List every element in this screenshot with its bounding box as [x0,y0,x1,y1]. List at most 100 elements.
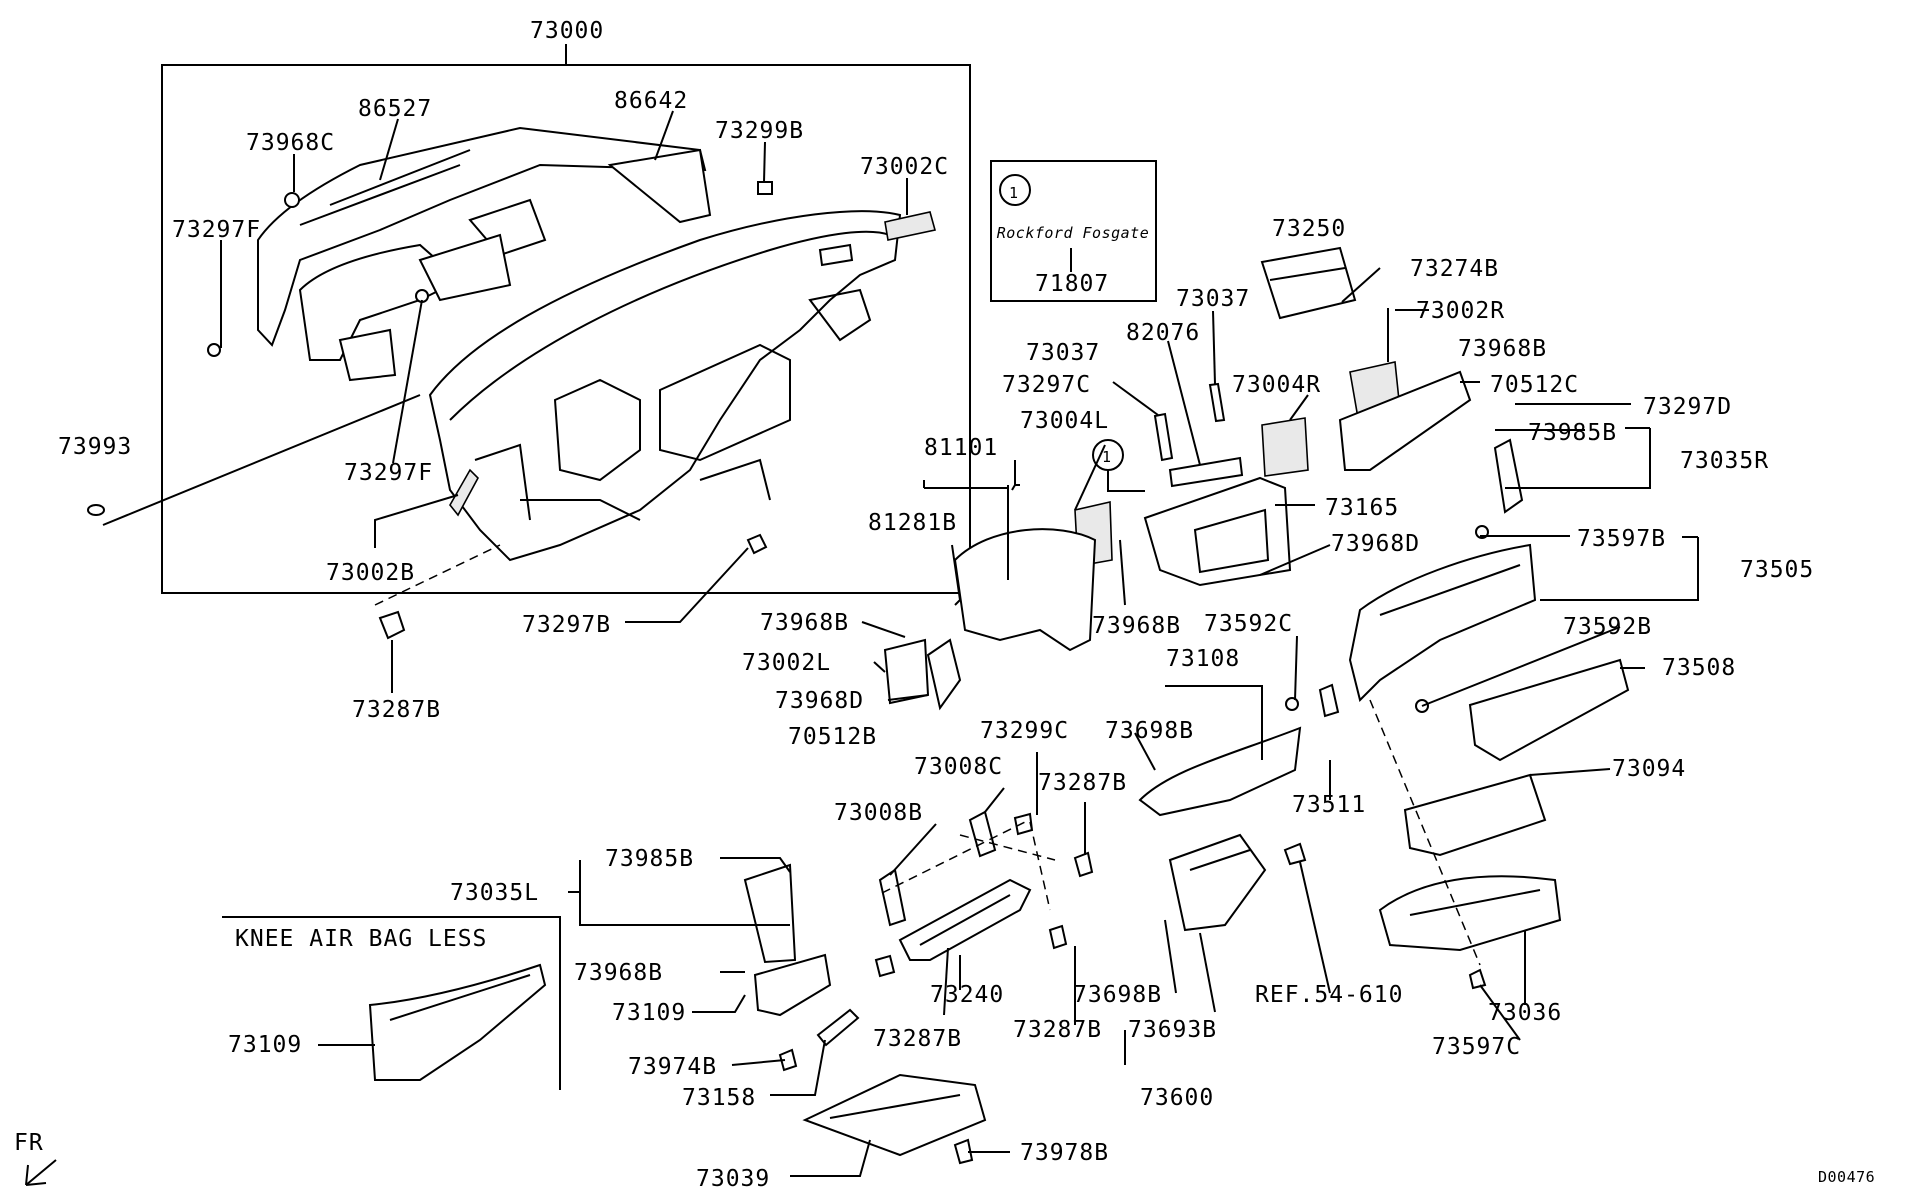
label-73693B: 73693B [1128,1017,1217,1043]
center-panel-73165 [1143,476,1292,587]
label-73592B: 73592B [1563,614,1652,640]
grommet-73993 [87,504,105,516]
label-73993: 73993 [58,434,132,460]
label-73978B: 73978B [1020,1140,1109,1166]
connector-ref-54-610 [1283,842,1307,866]
bolt-73287B-center [1073,851,1094,878]
instrument-panel-73000 [428,210,902,562]
label-81281B: 81281B [868,510,957,536]
ref-circle-1-badge [999,174,1031,206]
label-73039: 73039 [696,1166,770,1187]
label-73002B: 73002B [326,560,415,586]
bolt-73287B-upper [378,610,406,640]
label-73287B-upper: 73287B [352,697,441,723]
vent-73004R [1261,417,1309,477]
side-panel-73035R [1493,438,1524,514]
label-73600: 73600 [1140,1085,1214,1111]
label-drawing-number: D00476 [1818,1168,1875,1186]
label-73297F-left: 73297F [172,217,261,243]
label-73287B-center: 73287B [1038,770,1127,796]
label-70512C: 70512C [1490,372,1579,398]
label-73165: 73165 [1325,495,1399,521]
bracket-73036 [1378,875,1562,952]
badge-box-71807 [990,160,1157,302]
label-73597B: 73597B [1577,526,1666,552]
label-86527: 86527 [358,96,432,122]
label-73968B-lower: 73968B [574,960,663,986]
bolt-73287B-left [874,954,896,978]
under-cover-73039 [802,1073,987,1157]
label-73002C: 73002C [860,154,949,180]
label-73002R: 73002R [1416,298,1505,324]
screw-73974B [778,1048,798,1072]
cluster-hood-81101 [953,528,1097,652]
callout-labels: 73000 86527 86642 73968C 73299B 73002C 7… [14,18,1875,1187]
label-73008C: 73008C [914,754,1003,780]
label-73037-left: 73037 [1026,340,1100,366]
label-73240: 73240 [930,982,1004,1008]
label-73035L: 73035L [450,880,539,906]
label-73109: 73109 [612,1000,686,1026]
label-73008B: 73008B [834,800,923,826]
damper-73511 [1318,683,1340,718]
label-73974B: 73974B [628,1054,717,1080]
screw-73297B [746,533,768,555]
label-81101: 81101 [924,435,998,461]
label-73297C: 73297C [1002,372,1091,398]
label-73299B: 73299B [715,118,804,144]
label-73035R: 73035R [1680,448,1769,474]
leader-lines [102,44,1699,1177]
label-fr: FR [14,1130,44,1156]
bracket-70512C [1338,370,1472,471]
label-73968C: 73968C [246,130,335,156]
label-73037-right: 73037 [1176,286,1250,312]
label-73968B-upper: 73968B [1458,336,1547,362]
label-1-panel: 1 [1102,448,1112,466]
label-73985B-upper: 73985B [1528,420,1617,446]
knee-airbag-note-frame [222,916,561,1090]
label-73511: 73511 [1292,792,1366,818]
label-73505: 73505 [1740,557,1814,583]
clip-73299C [1013,812,1034,836]
front-arrow [25,1159,57,1186]
label-73004L: 73004L [1020,408,1109,434]
clip-73299B [757,181,773,195]
knee-panel-73109-variant [368,963,547,1081]
label-73968B-mid: 73968B [1092,613,1181,639]
lower-panel-73108 [1138,726,1302,817]
label-73287B-left: 73287B [873,1026,962,1052]
switch-73037-left [1153,412,1174,462]
label-70512B: 70512B [788,724,877,750]
bracket-73008B [878,868,907,927]
dashed-assembly-lines [374,544,1481,966]
label-73592C: 73592C [1204,611,1293,637]
label-73297D: 73297D [1643,394,1732,420]
label-73597C: 73597C [1432,1034,1521,1060]
lower-cover-73035L [743,863,797,964]
label-73968B-left: 73968B [760,610,849,636]
knee-panel-73109 [753,953,832,1017]
label-73297F-mid: 73297F [344,460,433,486]
clip-73592C [1285,697,1299,711]
label-73108: 73108 [1166,646,1240,672]
badge-text-71807: Rockford Fosgate [997,224,1150,242]
clip-73597C [1468,968,1487,990]
screw-73297F-left [207,343,221,357]
bolt-73287B-lower [1048,924,1068,950]
label-73000: 73000 [530,18,604,44]
cover-73094 [1403,773,1547,857]
glove-box-door-73508 [1468,658,1630,762]
label-82076: 82076 [1126,320,1200,346]
label-73698B-upper: 73698B [1105,718,1194,744]
lid-73158 [816,1008,860,1047]
glove-box-73505 [1348,543,1537,702]
label-73109-variant: 73109 [228,1032,302,1058]
vent-73002L [883,638,930,705]
label-73274B: 73274B [1410,256,1499,282]
label-73299C: 73299C [980,718,1069,744]
label-73985B-lower: 73985B [605,846,694,872]
label-73968D-lower: 73968D [775,688,864,714]
display-73250 [1260,246,1357,320]
label-ref-54-610: REF.54-610 [1255,982,1403,1008]
